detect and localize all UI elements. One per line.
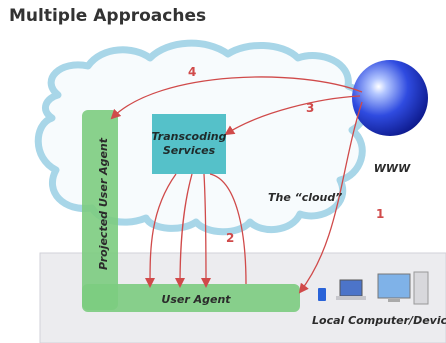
mobile-device-icon [318, 288, 326, 301]
www-globe [352, 60, 428, 136]
local-device-label: Local Computer/Device [312, 314, 446, 327]
transcoding-label-line2: Services [163, 144, 216, 157]
desktop-computer-icon [377, 271, 429, 305]
arrow-3-label: 3 [306, 101, 314, 115]
arrow-2-up [209, 173, 247, 285]
transcoding-label-line1: Transcoding [152, 130, 227, 143]
www-label: WWW [374, 162, 411, 175]
arrow-2-down-c [200, 173, 211, 288]
arrow-1 [298, 101, 363, 294]
arrow-3 [224, 95, 361, 136]
projected-user-agent-bar [82, 110, 118, 310]
transcoding-services-box [152, 114, 226, 174]
arrow-4-label: 4 [188, 65, 196, 79]
laptop-icon [336, 279, 366, 300]
arrow-2-label: 2 [226, 231, 234, 245]
user-agent-bar [82, 284, 300, 312]
arrow-4 [110, 76, 363, 120]
projected-user-agent-label: Projected User Agent [97, 137, 110, 270]
arrow-1-label: 1 [376, 207, 384, 221]
user-agent-label: User Agent [161, 293, 231, 306]
arrow-2-down-b [175, 173, 193, 288]
arrow-2-down-a [145, 173, 177, 288]
cloud-label: The “cloud” [268, 191, 342, 204]
page-title: Multiple Approaches [9, 6, 207, 26]
